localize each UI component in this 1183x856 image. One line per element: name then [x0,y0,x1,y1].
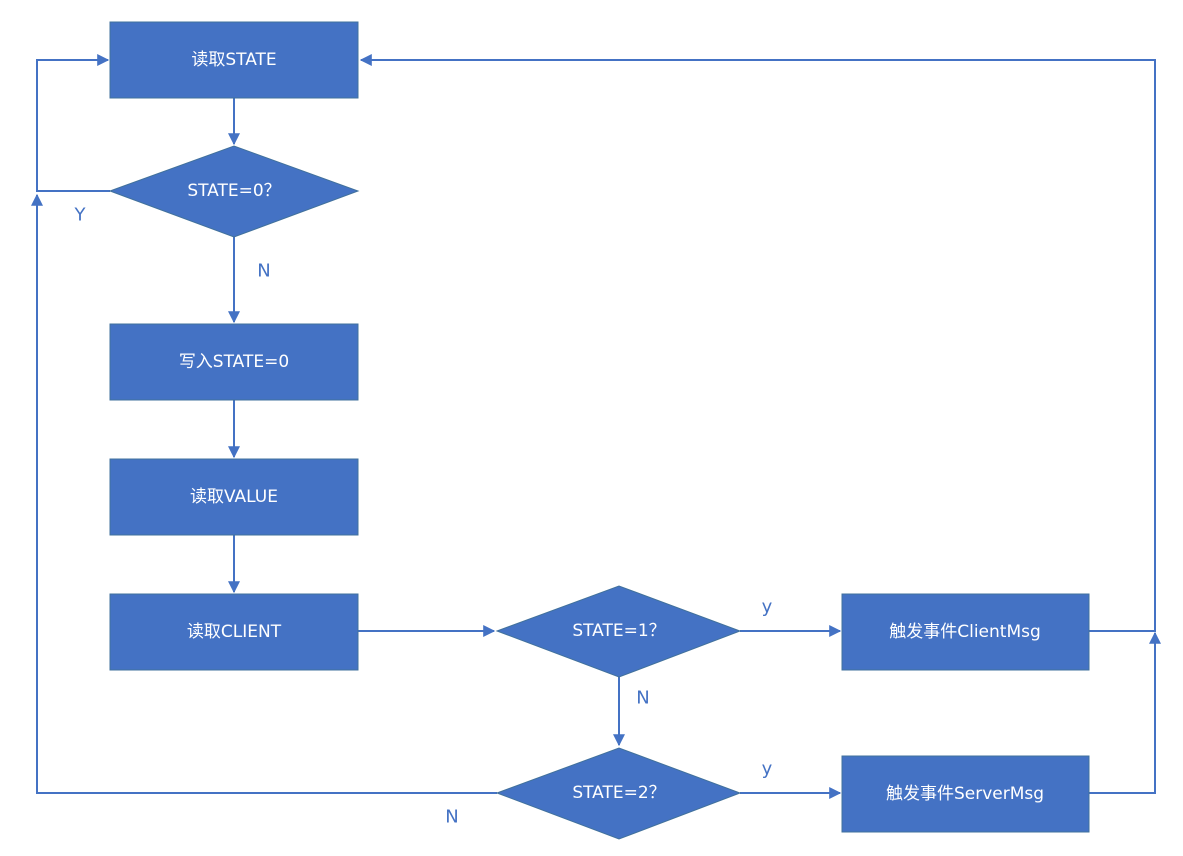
decision-state2[interactable] [495,747,742,840]
read-client-label: 读取CLIENT [187,622,282,642]
state2-question-label: STATE=2？ [572,783,665,803]
read-value-label: 读取VALUE [190,487,278,507]
state1-question-label: STATE=1？ [572,621,665,641]
write-state0-label: 写入STATE=0 [179,352,289,372]
trigger-client-msg-label: 触发事件ClientMsg [889,622,1041,642]
edge-label-state2-no: N [445,807,458,828]
trigger-server-msg-label: 触发事件ServerMsg [886,784,1044,804]
edge-trigger-server-to-return [1089,631,1161,794]
read-state-label: 读取STATE [191,50,276,70]
edge-label-state2-yes: y [762,759,773,780]
decision-state0[interactable] [108,145,360,238]
edge-check0-yes-loop [36,54,110,192]
edge-label-state0-no: N [257,261,270,282]
process-read-state[interactable] [109,21,359,99]
process-trigger-server-msg[interactable] [841,755,1090,833]
edge-label-state1-yes: y [762,597,773,618]
edge-check2-no-loop [31,193,497,794]
process-write-state0[interactable] [109,323,359,401]
edge-label-state1-no: N [636,688,649,709]
process-read-client[interactable] [109,593,359,671]
edge-trigger-client-to-return [359,54,1156,632]
edge-label-state0-yes: Y [74,205,87,226]
process-trigger-client-msg[interactable] [841,593,1090,671]
process-read-value[interactable] [109,458,359,536]
state0-question-label: STATE=0？ [187,181,280,201]
decision-state1[interactable] [495,585,742,678]
